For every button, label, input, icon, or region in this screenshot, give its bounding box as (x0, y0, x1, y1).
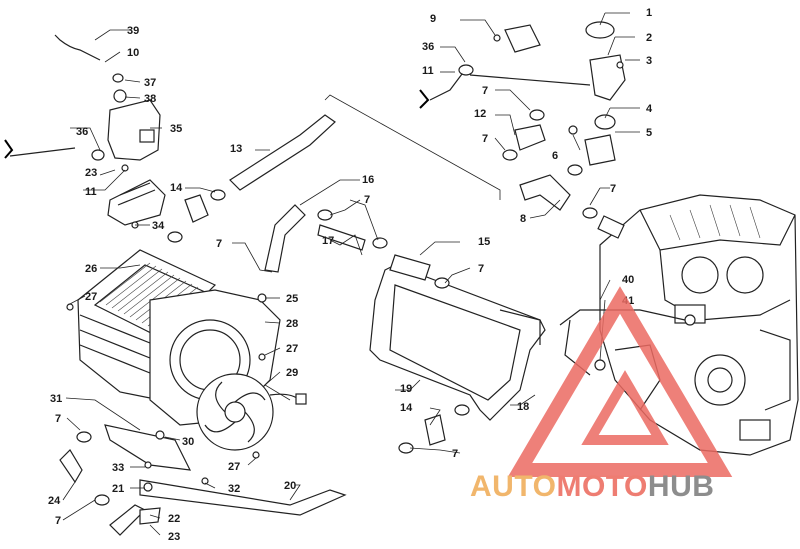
callout-7-g: 7 (452, 448, 458, 460)
callout-11-a: 11 (422, 65, 434, 77)
callout-27-a: 27 (85, 291, 97, 303)
watermark-part-hub: HUB (647, 470, 715, 503)
callout-28: 28 (286, 318, 298, 330)
callout-6: 6 (552, 150, 558, 162)
callout-13: 13 (230, 143, 242, 155)
callout-19: 19 (400, 383, 412, 395)
callout-38: 38 (144, 93, 156, 105)
callout-27-c: 27 (228, 461, 240, 473)
callout-9: 9 (430, 13, 436, 25)
callout-7-f: 7 (478, 263, 484, 275)
callout-15: 15 (478, 236, 490, 248)
thermostat-assembly (317, 21, 626, 251)
callout-36-a: 36 (422, 41, 434, 53)
small-hardware (66, 34, 696, 525)
callout-33: 33 (112, 462, 124, 474)
callout-11-b: 11 (85, 186, 97, 198)
callout-40: 40 (622, 274, 634, 286)
callout-10: 10 (127, 47, 139, 59)
watermark-part-moto: MOTO (556, 470, 648, 503)
callout-4: 4 (646, 103, 653, 115)
coolant-reservoir (107, 73, 166, 226)
leader-lines (62, 12, 640, 536)
callout-3: 3 (646, 55, 652, 67)
callout-2: 2 (646, 32, 652, 44)
watermark-text: AUTOMOTOHUB (470, 470, 714, 504)
callout-35: 35 (170, 123, 182, 135)
callout-7-i: 7 (55, 515, 61, 527)
callout-27-b: 27 (286, 343, 298, 355)
callout-25: 25 (286, 293, 298, 305)
callout-34: 34 (152, 220, 165, 232)
callout-16: 16 (362, 174, 374, 186)
callout-1: 1 (646, 7, 652, 19)
callout-5: 5 (646, 127, 652, 139)
callout-32: 32 (228, 483, 240, 495)
hose-clamps (76, 64, 598, 506)
callout-37: 37 (144, 77, 156, 89)
callout-14-b: 14 (400, 402, 413, 414)
callout-labels: 1 2 3 4 5 6 7 8 9 10 11 11 12 13 14 14 1… (48, 7, 653, 543)
callout-7-a: 7 (610, 183, 616, 195)
callout-20: 20 (284, 480, 296, 492)
cooling-fan (196, 373, 307, 451)
radiator-mount-frame (369, 264, 546, 421)
callout-14-a: 14 (170, 182, 183, 194)
watermark-logo-icon (507, 286, 733, 477)
callout-21: 21 (112, 483, 124, 495)
callout-18: 18 (517, 401, 529, 413)
callout-26: 26 (85, 263, 97, 275)
callout-24: 24 (48, 495, 61, 507)
callout-8: 8 (520, 213, 526, 225)
callout-22: 22 (168, 513, 180, 525)
callout-29: 29 (286, 367, 298, 379)
callout-39: 39 (127, 25, 139, 37)
engine-block (599, 194, 799, 456)
callout-12: 12 (474, 108, 486, 120)
callout-36-b: 36 (76, 126, 88, 138)
callout-7-d: 7 (216, 238, 222, 250)
callout-23-b: 23 (168, 531, 180, 543)
callout-23-a: 23 (85, 167, 97, 179)
callout-7-e: 7 (364, 194, 370, 206)
callout-7-b: 7 (482, 85, 488, 97)
watermark-part-auto: AUTO (470, 470, 557, 503)
callout-7-c: 7 (482, 133, 488, 145)
callout-17: 17 (322, 235, 334, 247)
callout-30: 30 (182, 436, 194, 448)
callout-7-h: 7 (55, 413, 61, 425)
callout-31: 31 (50, 393, 62, 405)
